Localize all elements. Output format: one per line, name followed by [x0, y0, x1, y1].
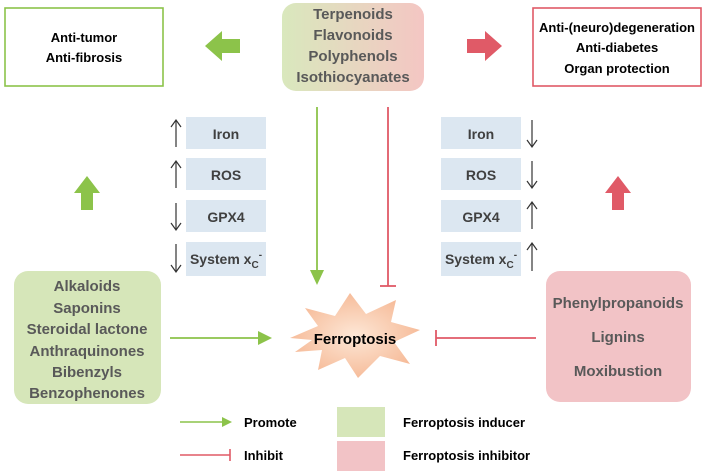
- legend-inducer-label: Ferroptosis inducer: [403, 415, 525, 430]
- compound-label: Saponins: [53, 300, 121, 317]
- top-item: Terpenoids: [313, 6, 393, 23]
- marker-label: Iron: [468, 126, 494, 142]
- green-block-arrow-left: [205, 31, 240, 61]
- bottom-left-box: Alkaloids Saponins Steroidal lactone Ant…: [14, 271, 161, 404]
- top-item: Polyphenols: [308, 48, 397, 65]
- red-block-arrow-up: [605, 176, 631, 210]
- effect-label: Anti-tumor: [51, 30, 117, 45]
- compound-label: Alkaloids: [54, 278, 121, 295]
- promote-arrow-down: [310, 107, 324, 285]
- right-marker-column: Iron ROS GPX4 System xC-: [441, 117, 538, 276]
- inhibit-bar-left: [435, 330, 536, 346]
- legend-inhibit: Inhibit: [180, 448, 284, 463]
- top-left-effects-box: Anti-tumor Anti-fibrosis: [4, 7, 164, 87]
- legend-promote: Promote: [180, 415, 297, 430]
- compound-label: Phenylpropanoids: [553, 295, 684, 312]
- compound-label: Lignins: [591, 329, 644, 346]
- top-item: Isothiocyanates: [296, 69, 409, 86]
- promote-arrow-right: [170, 331, 272, 345]
- red-block-arrow-right: [467, 31, 502, 61]
- bottom-right-box: Phenylpropanoids Lignins Moxibustion: [546, 271, 691, 402]
- ferroptosis-label: Ferroptosis: [314, 331, 397, 348]
- top-right-effects-box: Anti-(neuro)degeneration Anti-diabetes O…: [532, 7, 702, 87]
- compound-label: Bibenzyls: [52, 364, 122, 381]
- green-block-arrow-up: [74, 176, 100, 210]
- effect-label: Anti-(neuro)degeneration: [539, 20, 695, 35]
- effect-label: Anti-fibrosis: [46, 50, 123, 65]
- marker-label: Iron: [213, 126, 239, 142]
- left-marker-column: Iron ROS GPX4 System xC-: [170, 117, 266, 276]
- compound-label: Steroidal lactone: [27, 321, 148, 338]
- inhibit-bar-down: [380, 107, 396, 287]
- effect-label: Anti-diabetes: [576, 40, 658, 55]
- marker-label: GPX4: [207, 209, 245, 225]
- top-item: Flavonoids: [313, 27, 392, 44]
- marker-label-system: System xC-: [445, 250, 517, 271]
- marker-label: ROS: [466, 167, 496, 183]
- legend-inducer: Ferroptosis inducer: [337, 407, 525, 437]
- legend-inhibit-label: Inhibit: [244, 448, 284, 463]
- ferroptosis-burst: Ferroptosis: [290, 293, 420, 378]
- compound-label: Benzophenones: [29, 385, 145, 402]
- marker-label: GPX4: [462, 209, 500, 225]
- legend-inhibitor: Ferroptosis inhibitor: [337, 441, 530, 471]
- legend-inhibitor-label: Ferroptosis inhibitor: [403, 448, 530, 463]
- compound-label: Moxibustion: [574, 363, 662, 380]
- legend: Promote Inhibit Ferroptosis inducer Ferr…: [180, 407, 530, 471]
- marker-label: ROS: [211, 167, 241, 183]
- legend-promote-label: Promote: [244, 415, 297, 430]
- compound-label: Anthraquinones: [30, 343, 145, 360]
- effect-label: Organ protection: [564, 61, 670, 76]
- marker-label-system: System xC-: [190, 250, 262, 271]
- top-center-box: Terpenoids Flavonoids Polyphenols Isothi…: [282, 3, 424, 91]
